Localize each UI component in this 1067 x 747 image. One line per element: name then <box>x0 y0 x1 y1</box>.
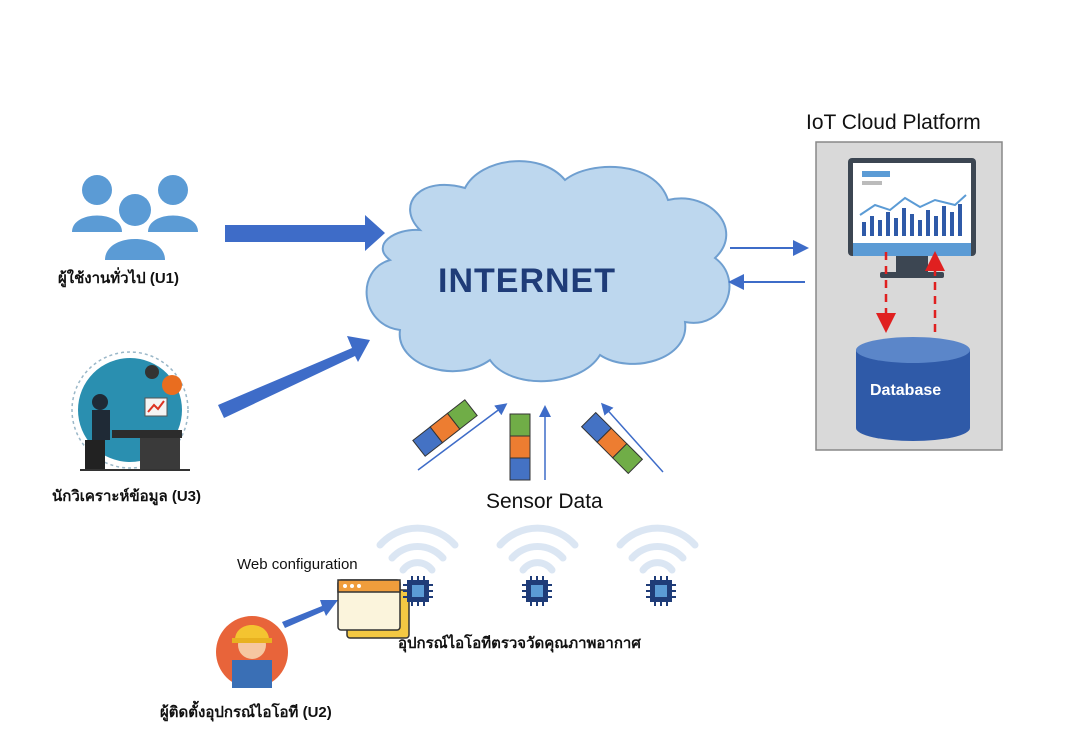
database-label: Database <box>870 382 942 399</box>
internet-label: INTERNET <box>438 262 616 300</box>
chip-icon <box>522 576 552 606</box>
sensor-data-label: Sensor Data <box>486 490 603 513</box>
installer-label: ผู้ติดตั้งอุปกรณ์ไอโอที (U2) <box>160 704 332 721</box>
data-packet-icon <box>412 399 478 457</box>
sensor-arrows <box>417 402 664 480</box>
browser-window-icon <box>337 579 410 639</box>
web-config-label: Web configuration <box>237 556 358 573</box>
platform-title: IoT Cloud Platform <box>806 111 981 134</box>
devices-label: อุปกรณ์ไอโอทีตรวจวัดคุณภาพอากาศ <box>398 635 641 652</box>
data-packet-icon <box>580 411 644 475</box>
data-packet-icon <box>509 413 531 481</box>
database-icon <box>856 337 970 441</box>
arrow-users-to-cloud <box>225 215 385 251</box>
chip-icon <box>646 576 676 606</box>
cloud-platform-arrows <box>728 240 809 290</box>
arrow-analyst-to-cloud <box>218 336 370 418</box>
dashed-sync-arrows <box>876 251 945 333</box>
engineer-icon <box>216 616 288 688</box>
arrow-installer-to-webconfig <box>282 600 338 628</box>
users-icon <box>72 175 198 260</box>
analyst-icon <box>71 351 190 471</box>
wifi-icon <box>376 524 699 574</box>
internet-cloud <box>365 160 731 383</box>
chip-icon <box>403 576 433 606</box>
analyst-label: นักวิเคราะห์ข้อมูล (U3) <box>52 488 202 505</box>
general-users-label: ผู้ใช้งานทั่วไป (U1) <box>58 270 180 287</box>
